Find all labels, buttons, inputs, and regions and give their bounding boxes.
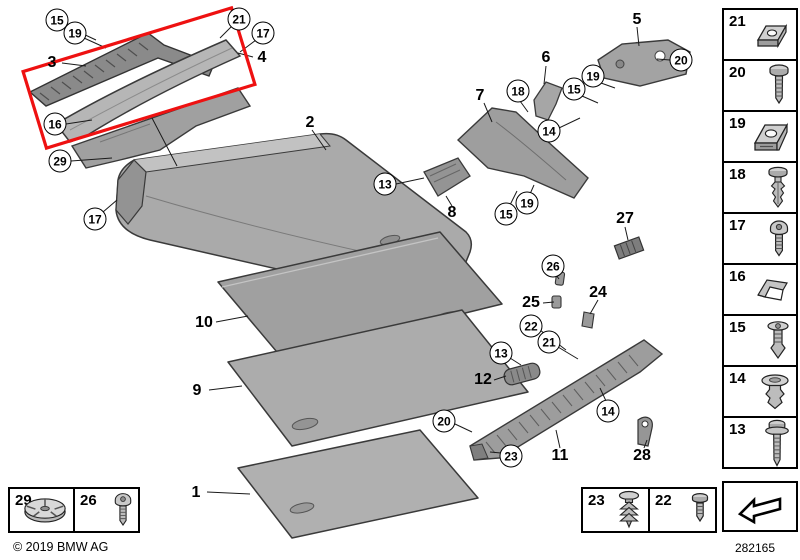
callout-13[interactable]: 13 [489, 341, 513, 365]
callout-17[interactable]: 17 [83, 207, 107, 231]
legend-number: 19 [729, 115, 746, 132]
legend-number: 16 [729, 268, 746, 285]
fastener-legend-bottom-left: 29 26 [8, 487, 140, 533]
part-6-bracket [533, 81, 563, 121]
legend-number: 20 [729, 64, 746, 81]
callout-14[interactable]: 14 [537, 119, 561, 143]
callout-18[interactable]: 18 [506, 79, 530, 103]
part-label-27[interactable]: 27 [616, 210, 634, 227]
legend-number: 26 [80, 492, 97, 509]
rear-panel-crossmember [70, 87, 252, 169]
leader-lines [61, 25, 671, 495]
legend-item-17[interactable]: 17 [722, 212, 798, 265]
document-number: 282165 [734, 541, 775, 555]
legend-number: 14 [729, 370, 746, 387]
legend-item-18[interactable]: 18 [722, 161, 798, 214]
torx-screw-icon [113, 491, 133, 529]
callout-29[interactable]: 29 [48, 149, 72, 173]
part-label-4[interactable]: 4 [257, 49, 267, 66]
part-label-12[interactable]: 12 [474, 371, 492, 388]
part-12-handle [503, 362, 541, 386]
legend-item-21[interactable]: 21 [722, 8, 798, 61]
part-label-9[interactable]: 9 [192, 382, 202, 399]
small-screw-icon [690, 492, 710, 528]
callout-19[interactable]: 19 [63, 21, 87, 45]
callout-16[interactable]: 16 [43, 112, 67, 136]
long-screw-icon [764, 418, 790, 467]
part-label-10[interactable]: 10 [195, 314, 213, 331]
legend-item-19[interactable]: 19 [722, 110, 798, 163]
tree-clip-icon [615, 490, 643, 530]
clip-nut-large-icon [752, 120, 790, 154]
screw-washer-icon [768, 63, 790, 109]
spring-clip-icon [754, 275, 790, 305]
legend-item-29[interactable]: 29 [8, 487, 75, 533]
callout-22[interactable]: 22 [519, 314, 543, 338]
expanding-rivet-icon [766, 320, 790, 362]
legend-number: 23 [588, 492, 605, 509]
part-label-6[interactable]: 6 [541, 49, 551, 66]
grommet-icon [760, 373, 790, 411]
part-label-28[interactable]: 28 [633, 447, 651, 464]
legend-number: 21 [729, 13, 746, 30]
fastener-legend-bottom-right: 23 22 [581, 487, 717, 533]
callout-26[interactable]: 26 [541, 254, 565, 278]
part-1-panel [237, 429, 479, 539]
legend-item-13[interactable]: 13 [722, 416, 798, 469]
part-3-sill-strip [28, 32, 215, 107]
part-label-3[interactable]: 3 [47, 54, 57, 71]
plastic-nut-icon [22, 495, 68, 526]
part-4-trim-panel [54, 39, 242, 143]
legend-number: 17 [729, 217, 746, 234]
callout-20[interactable]: 20 [669, 48, 693, 72]
legend-item-14[interactable]: 14 [722, 365, 798, 418]
direction-arrow-icon [737, 496, 782, 524]
fastener-legend-right: 21 20 19 [722, 8, 798, 469]
part-label-8[interactable]: 8 [447, 204, 457, 221]
callout-15[interactable]: 15 [45, 8, 69, 32]
legend-item-16[interactable]: 16 [722, 263, 798, 316]
exploded-diagram [21, 5, 691, 539]
callout-23[interactable]: 23 [499, 444, 523, 468]
expansion-rivet-icon [766, 166, 790, 210]
part-label-11[interactable]: 11 [551, 447, 569, 464]
torx-screw-icon [768, 219, 790, 259]
legend-item-22[interactable]: 22 [648, 487, 717, 533]
part-label-7[interactable]: 7 [475, 87, 485, 104]
callout-13[interactable]: 13 [373, 172, 397, 196]
legend-item-20[interactable]: 20 [722, 59, 798, 112]
legend-item-15[interactable]: 15 [722, 314, 798, 367]
callout-17[interactable]: 17 [251, 21, 275, 45]
part-9-panel [227, 309, 529, 447]
callout-21[interactable]: 21 [537, 330, 561, 354]
legend-number: 18 [729, 166, 746, 183]
legend-number: 13 [729, 421, 746, 438]
part-label-5[interactable]: 5 [632, 11, 642, 28]
part-7-wheel-arch-trim [456, 107, 589, 199]
part-11-sill-cover [469, 339, 664, 461]
part-label-24[interactable]: 24 [589, 284, 607, 301]
view-direction-box[interactable] [722, 481, 798, 532]
part-label-25[interactable]: 25 [522, 294, 540, 311]
legend-number: 15 [729, 319, 746, 336]
copyright-text: © 2019 BMW AG [13, 540, 109, 554]
callout-19[interactable]: 19 [515, 191, 539, 215]
callout-15[interactable]: 15 [562, 77, 586, 101]
callout-14[interactable]: 14 [596, 399, 620, 423]
legend-item-23[interactable]: 23 [581, 487, 650, 533]
callout-20[interactable]: 20 [432, 409, 456, 433]
part-8-bracket [423, 157, 471, 197]
callout-21[interactable]: 21 [227, 7, 251, 31]
legend-item-26[interactable]: 26 [73, 487, 140, 533]
highlight-box [21, 5, 257, 151]
callout-15[interactable]: 15 [494, 202, 518, 226]
legend-number: 22 [655, 492, 672, 509]
clip-nut-icon [754, 20, 790, 50]
part-label-1[interactable]: 1 [191, 484, 201, 501]
part-28-bracket [637, 416, 653, 447]
callout-19[interactable]: 19 [581, 64, 605, 88]
part-label-2[interactable]: 2 [305, 114, 315, 131]
part-27-plate [613, 236, 645, 260]
